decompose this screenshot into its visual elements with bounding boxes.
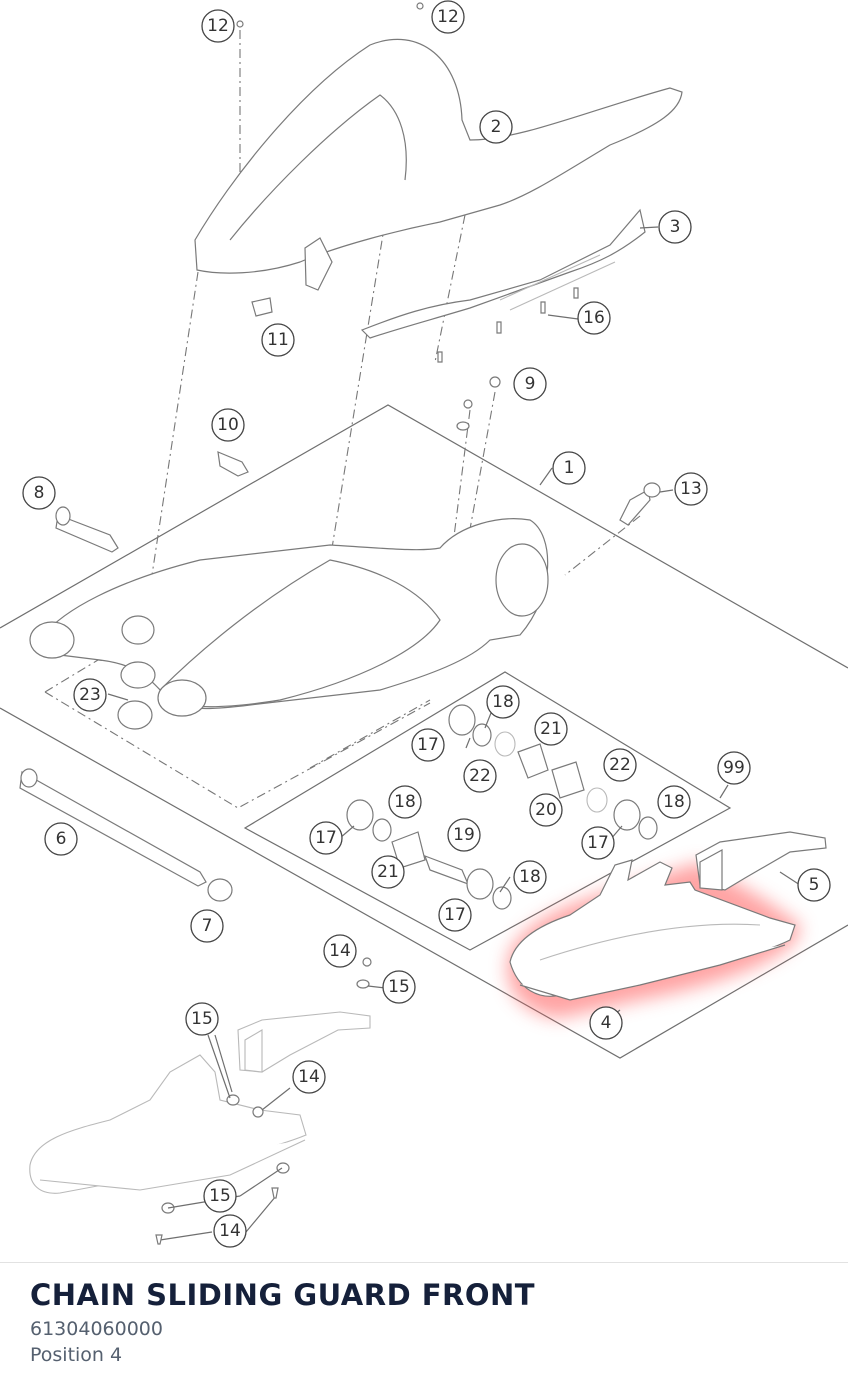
svg-text:1: 1	[564, 458, 575, 478]
callout-15-b[interactable]: 15	[185, 1002, 219, 1036]
callout-14-c[interactable]: 14	[213, 1214, 247, 1248]
part-position: Position 4	[30, 1344, 123, 1366]
callout-17-a[interactable]: 17	[411, 728, 445, 762]
callout-18-a[interactable]: 18	[486, 685, 520, 719]
callout-3[interactable]: 3	[658, 210, 692, 244]
svg-text:14: 14	[219, 1221, 241, 1241]
callout-5[interactable]: 5	[797, 868, 831, 902]
svg-text:16: 16	[583, 308, 605, 328]
callout-17-c[interactable]: 17	[581, 826, 615, 860]
exploded-parts-diagram: 12 12 2 3 11 16 9 10 1 8 13 23 18 17 21 …	[0, 0, 848, 1248]
callout-13[interactable]: 13	[674, 472, 708, 506]
svg-text:99: 99	[723, 758, 745, 778]
axle-part	[19, 768, 207, 887]
assembly-lines	[151, 30, 641, 576]
callout-99[interactable]: 99	[717, 751, 751, 785]
svg-text:22: 22	[469, 766, 491, 786]
svg-text:20: 20	[535, 800, 557, 820]
svg-text:7: 7	[202, 916, 213, 936]
bolt-part-13	[619, 482, 661, 526]
callout-22-b[interactable]: 22	[603, 748, 637, 782]
svg-text:17: 17	[417, 735, 439, 755]
svg-text:22: 22	[609, 755, 631, 775]
chain-guide-bracket-part	[695, 831, 827, 891]
nut-part	[207, 878, 233, 902]
svg-text:17: 17	[444, 905, 466, 925]
svg-text:19: 19	[453, 825, 475, 845]
svg-text:8: 8	[34, 483, 45, 503]
svg-text:15: 15	[388, 977, 410, 997]
callout-18-b[interactable]: 18	[388, 785, 422, 819]
callout-15-a[interactable]: 15	[382, 970, 416, 1004]
installed-guard-view	[29, 1011, 371, 1241]
callout-17-d[interactable]: 17	[438, 898, 472, 932]
svg-text:3: 3	[670, 217, 681, 237]
info-divider	[0, 1262, 848, 1263]
callout-7[interactable]: 7	[190, 909, 224, 943]
svg-text:18: 18	[394, 792, 416, 812]
callout-12-top-left[interactable]: 12	[201, 9, 235, 43]
callout-4[interactable]: 4	[589, 1006, 623, 1040]
callout-18-c[interactable]: 18	[657, 785, 691, 819]
screws	[155, 2, 579, 1245]
svg-text:10: 10	[217, 415, 239, 435]
svg-text:18: 18	[663, 792, 685, 812]
bearing-kit-plate	[243, 671, 732, 951]
callout-12-top-right[interactable]: 12	[431, 0, 465, 34]
callout-14-a[interactable]: 14	[323, 934, 357, 968]
rear-fender-part	[194, 38, 683, 317]
grease-nipple-part	[217, 451, 249, 477]
svg-text:17: 17	[315, 828, 337, 848]
svg-text:15: 15	[209, 1186, 231, 1206]
svg-text:12: 12	[437, 7, 459, 27]
svg-text:9: 9	[525, 374, 536, 394]
svg-text:15: 15	[191, 1009, 213, 1029]
callout-19[interactable]: 19	[447, 818, 481, 852]
svg-text:17: 17	[587, 833, 609, 853]
svg-text:12: 12	[207, 16, 229, 36]
svg-text:13: 13	[680, 479, 702, 499]
callout-10[interactable]: 10	[211, 408, 245, 442]
svg-text:4: 4	[601, 1013, 612, 1033]
callout-11[interactable]: 11	[261, 323, 295, 357]
callout-18-d[interactable]: 18	[513, 860, 547, 894]
swingarm-part	[29, 518, 549, 717]
callout-20[interactable]: 20	[529, 793, 563, 827]
part-info-panel: CHAIN SLIDING GUARD FRONT 61304060000 Po…	[30, 1278, 535, 1366]
callout-6[interactable]: 6	[44, 822, 78, 856]
callout-2[interactable]: 2	[479, 110, 513, 144]
svg-text:21: 21	[377, 862, 399, 882]
svg-text:18: 18	[492, 692, 514, 712]
svg-text:11: 11	[267, 330, 289, 350]
callout-9[interactable]: 9	[513, 367, 547, 401]
svg-text:18: 18	[519, 867, 541, 887]
callout-21-b[interactable]: 21	[371, 855, 405, 889]
callout-17-b[interactable]: 17	[309, 821, 343, 855]
chain-guard-top-part	[360, 208, 646, 339]
svg-text:5: 5	[809, 875, 820, 895]
callout-15-c[interactable]: 15	[203, 1179, 237, 1213]
callout-22-a[interactable]: 22	[463, 759, 497, 793]
callout-14-b[interactable]: 14	[292, 1060, 326, 1094]
pivot-pin-part	[55, 506, 119, 553]
callout-16[interactable]: 16	[577, 301, 611, 335]
callout-21-a[interactable]: 21	[534, 712, 568, 746]
callout-1[interactable]: 1	[552, 451, 586, 485]
svg-text:14: 14	[329, 941, 351, 961]
part-title: CHAIN SLIDING GUARD FRONT	[30, 1278, 536, 1312]
swingarm-assembly-plate	[0, 404, 848, 1059]
chain-sliding-guard-front-part[interactable]	[509, 859, 796, 1001]
svg-text:23: 23	[79, 685, 101, 705]
callout-8[interactable]: 8	[22, 476, 56, 510]
svg-text:21: 21	[540, 719, 562, 739]
cap-part	[117, 661, 156, 730]
svg-text:2: 2	[491, 117, 502, 137]
svg-text:6: 6	[56, 829, 67, 849]
svg-text:14: 14	[298, 1067, 320, 1087]
callout-23[interactable]: 23	[73, 678, 107, 712]
part-number: 61304060000	[30, 1318, 163, 1340]
